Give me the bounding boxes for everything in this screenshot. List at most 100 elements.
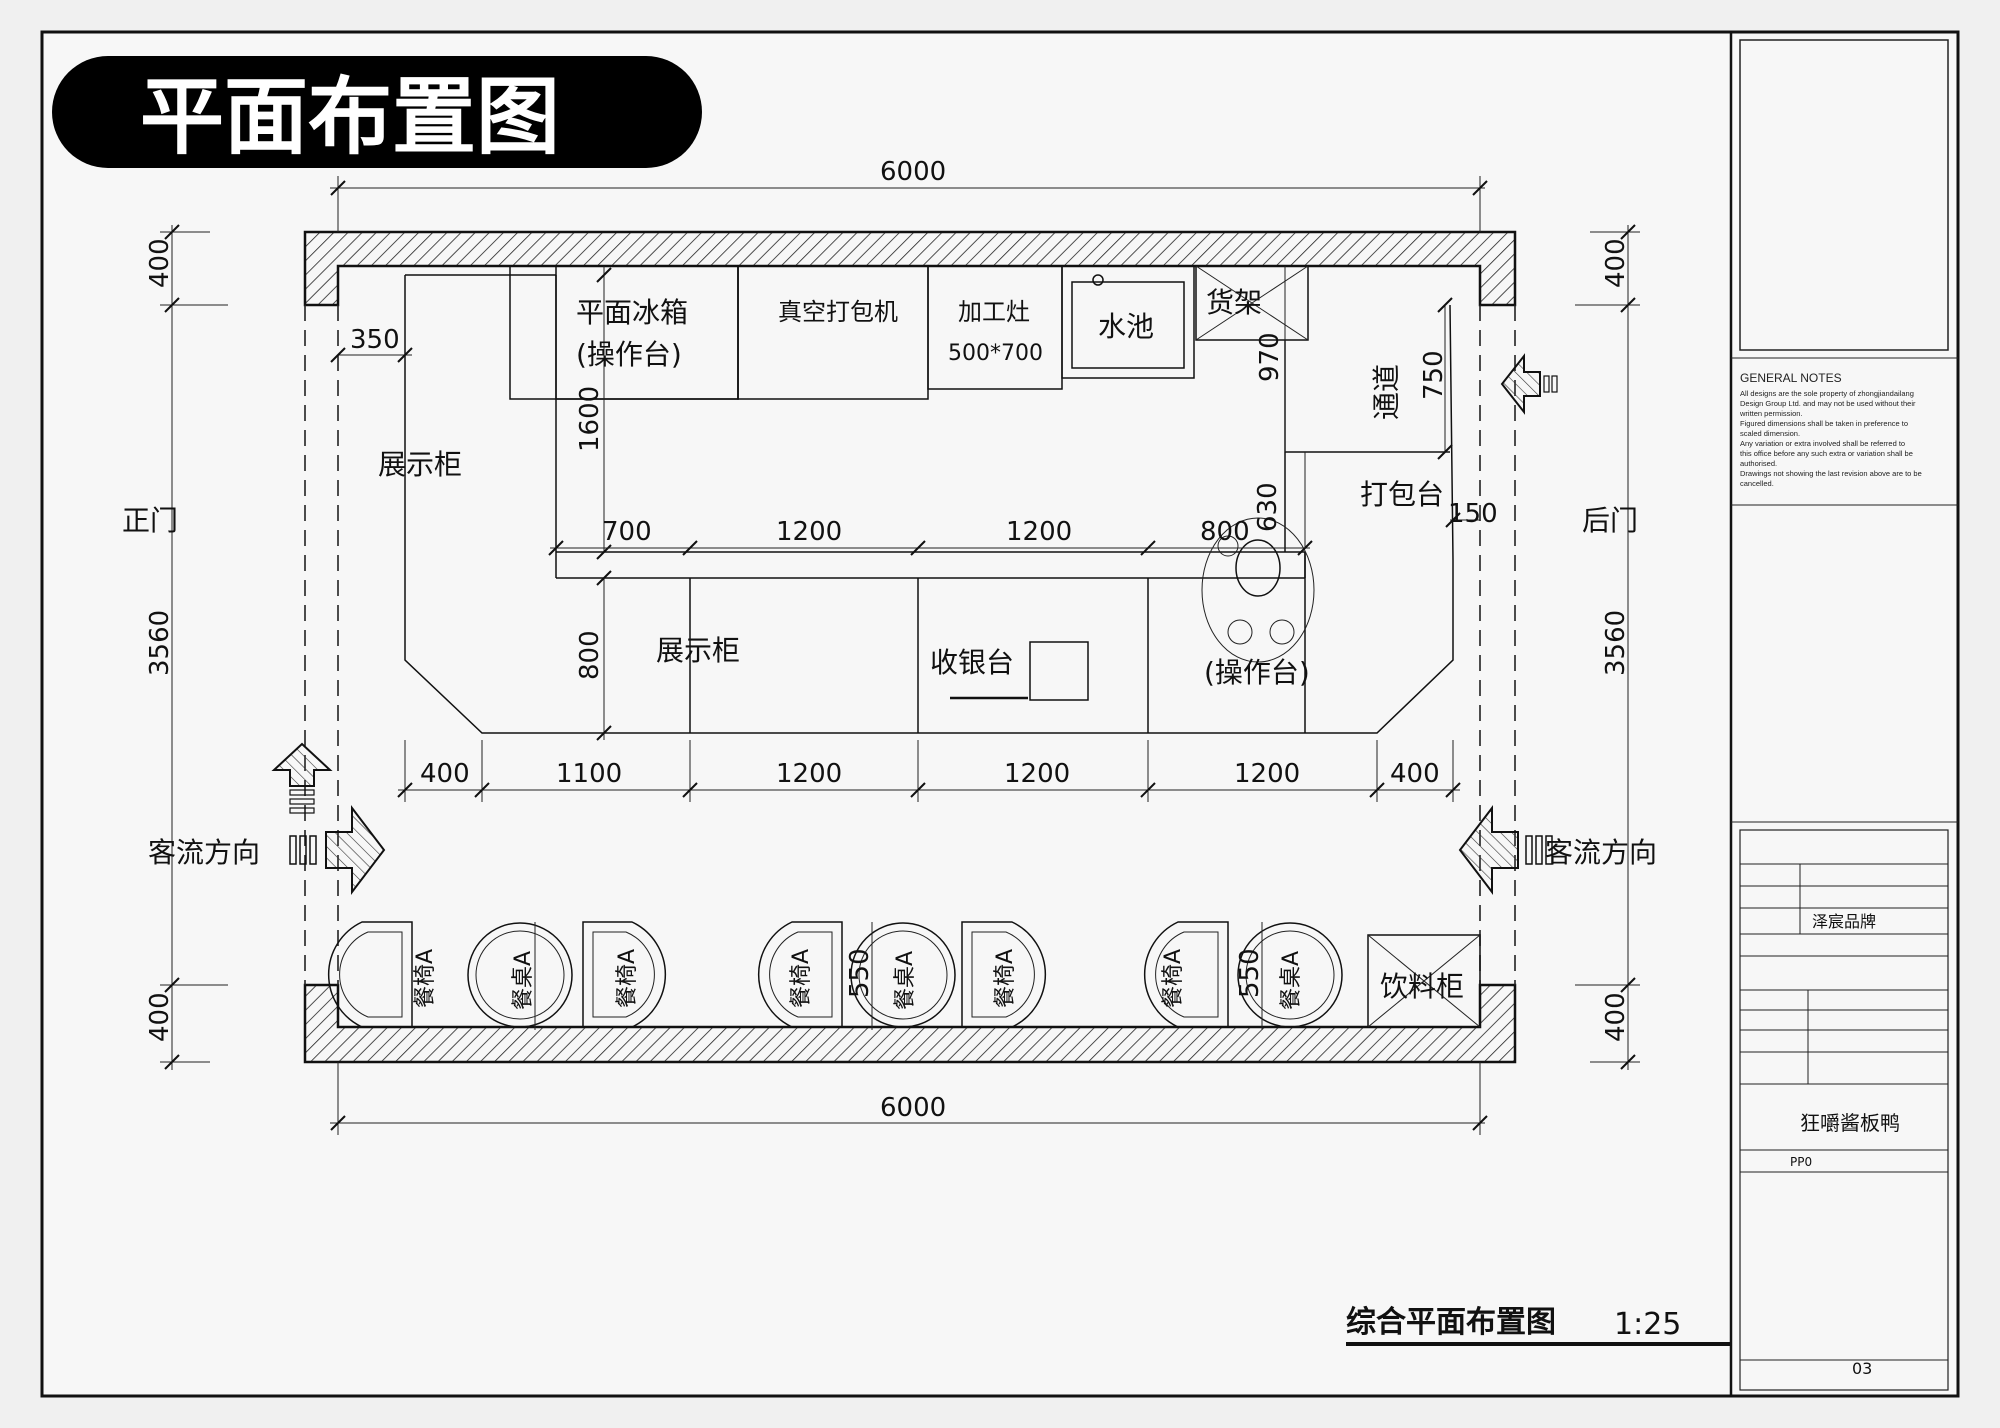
label-front-door: 正门 [122, 504, 178, 537]
general-note-line: Drawings not showing the last revision a… [1740, 469, 1922, 478]
drink-cross-b [1367, 934, 1481, 1028]
label-flow-left: 客流方向 [148, 836, 260, 869]
title-banner [52, 56, 702, 168]
cashier-register [1029, 641, 1089, 701]
label-chair-1: 餐椅A [413, 949, 438, 1008]
general-notes: All designs are the sole property of zho… [1739, 389, 1922, 488]
chair-5 [1143, 921, 1229, 1028]
dim-800a: 800 [1200, 517, 1250, 547]
tb-project-name: 狂嚼酱板鸭 [1800, 1111, 1900, 1135]
dim-left-bottom: 400 [145, 992, 175, 1042]
label-flow-right: 客流方向 [1545, 836, 1657, 869]
general-note-line: Any variation or extra involved shall be… [1740, 439, 1905, 448]
title-block-rows [1740, 863, 1948, 1361]
label-stove-size: 500*700 [948, 341, 1043, 366]
table-2 [850, 922, 956, 1028]
dim-t550a: 550 [845, 948, 875, 998]
label-passage: 通道 [1370, 364, 1403, 420]
dim-bottom-total: 6000 [880, 1093, 946, 1123]
dim-left-mid: 3560 [145, 610, 175, 676]
tb-code: PP0 [1790, 1155, 1812, 1169]
general-note-line: Figured dimensions shall be taken in pre… [1740, 419, 1908, 428]
label-sink: 水池 [1098, 310, 1154, 343]
label-chair-5: 餐椅A [1161, 949, 1186, 1008]
dim-right-mid: 3560 [1601, 610, 1631, 676]
dim-750: 750 [1419, 350, 1449, 400]
general-note-line: this office before any such extra or var… [1740, 449, 1913, 458]
general-note-line: Design Group Ltd. and may not be used wi… [1740, 399, 1916, 408]
dim-150: 150 [1448, 499, 1498, 529]
label-chair-4: 餐椅A [993, 949, 1018, 1008]
label-chair-3: 餐椅A [789, 949, 814, 1008]
flow-arrow-left-icon [289, 805, 386, 895]
drawing-scale: 1:25 [1614, 1307, 1681, 1342]
label-display-front: 展示柜 [656, 634, 740, 667]
title-block-table [1739, 829, 1949, 1391]
person-figure [1201, 517, 1315, 663]
dim-t550b: 550 [1235, 948, 1265, 998]
sink-basin [1071, 281, 1185, 369]
general-note-line: cancelled. [1740, 479, 1774, 488]
label-work-table: (操作台) [1204, 656, 1310, 689]
general-note-line: written permission. [1739, 409, 1803, 418]
faucet-icon [1092, 274, 1104, 286]
back-door-arrow-icon [1500, 353, 1558, 415]
chair-4 [961, 921, 1047, 1028]
sink-box [1061, 265, 1195, 379]
dim-b1100: 1100 [556, 759, 622, 789]
label-shelf: 货架 [1206, 286, 1262, 319]
label-drink-cabinet: 饮料柜 [1380, 970, 1464, 1003]
label-fridge-sub: (操作台) [576, 338, 682, 371]
label-display-left: 展示柜 [378, 448, 462, 481]
dim-970: 970 [1255, 332, 1285, 382]
general-note-line: authorised. [1740, 459, 1777, 468]
general-note-line: All designs are the sole property of zho… [1740, 389, 1914, 398]
label-fridge: 平面冰箱 [576, 296, 688, 329]
chair-2 [582, 921, 667, 1028]
dim-b1200b: 1200 [1004, 759, 1070, 789]
label-cashier: 收银台 [930, 646, 1014, 679]
chair-1 [327, 921, 413, 1028]
dim-b400b: 400 [1390, 759, 1440, 789]
flow-arrow-right-icon [1458, 805, 1553, 895]
counter-outline [404, 275, 1454, 734]
top-wall [303, 230, 1517, 307]
shelf-cross-b [1195, 265, 1309, 341]
title-block-logo-area [1739, 39, 1949, 351]
drink-cabinet-box [1367, 934, 1481, 1028]
label-pack-table: 打包台 [1360, 478, 1444, 511]
label-table-1: 餐桌A [511, 951, 536, 1010]
dim-630: 630 [1253, 482, 1283, 532]
dim-right-bottom: 400 [1601, 992, 1631, 1042]
general-note-line: scaled dimension. [1740, 429, 1800, 438]
dim-700: 700 [602, 517, 652, 547]
page-title: 平面布置图 [140, 68, 560, 166]
dim-1200b: 1200 [1006, 517, 1072, 547]
shelf-box [1195, 265, 1309, 341]
table-3 [1237, 922, 1343, 1028]
dim-b1200a: 1200 [776, 759, 842, 789]
dim-top-total: 6000 [880, 157, 946, 187]
tb-drawing-no: 03 [1852, 1359, 1872, 1378]
dim-1600: 1600 [575, 386, 605, 452]
label-back-door: 后门 [1582, 504, 1638, 537]
notes-heading: GENERAL NOTES [1740, 371, 1842, 385]
dim-1200a: 1200 [776, 517, 842, 547]
dim-800b: 800 [575, 630, 605, 680]
drawing-title: 综合平面布置图 [1346, 1305, 1556, 1340]
dim-b400a: 400 [420, 759, 470, 789]
label-stove: 加工灶 [958, 298, 1030, 326]
tb-brand: 泽宸品牌 [1812, 912, 1876, 931]
title-block-frame [1729, 30, 1960, 1398]
label-chair-2: 餐椅A [615, 949, 640, 1008]
dim-350: 350 [350, 325, 400, 355]
dim-left-top: 400 [145, 238, 175, 288]
chair-3 [757, 921, 843, 1028]
label-vacuum: 真空打包机 [778, 298, 898, 326]
table-1 [467, 922, 573, 1028]
label-table-3: 餐桌A [1279, 951, 1304, 1010]
flow-arrow-up-icon [271, 742, 333, 814]
label-table-2: 餐桌A [893, 951, 918, 1010]
dim-right-top: 400 [1601, 238, 1631, 288]
